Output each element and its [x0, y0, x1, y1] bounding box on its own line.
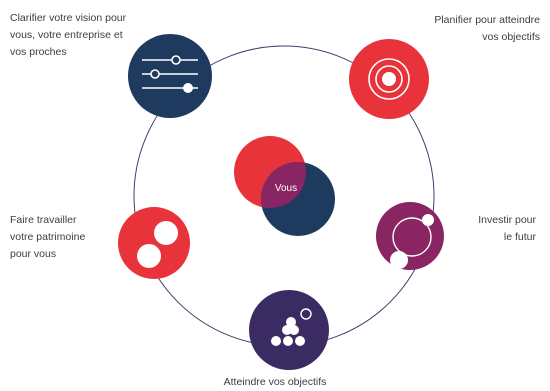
- sliders-icon: [142, 55, 198, 93]
- node-investir-circle: [376, 202, 444, 270]
- label-investir: Investir pour le futur: [478, 214, 536, 243]
- label-planifier: Planifier pour atteindre vos objectifs: [434, 14, 540, 43]
- node-clarifier: [128, 34, 212, 118]
- two-circles-icon: [137, 221, 178, 268]
- node-patrimoine: [118, 207, 190, 279]
- node-clarifier-circle: [128, 34, 212, 118]
- center-label: Vous: [275, 183, 297, 194]
- target-rings-icon: [368, 58, 410, 100]
- label-patrimoine: Faire travailler votre patrimoine pour v…: [10, 214, 86, 260]
- label-clarifier: Clarifier votre vision pour vous, votre …: [10, 12, 127, 58]
- node-planifier: [349, 39, 429, 119]
- node-investir: [376, 202, 444, 270]
- center-venn: Vous: [234, 136, 335, 236]
- label-atteindre: Atteindre vos objectifs: [223, 376, 327, 388]
- node-atteindre: [249, 290, 329, 370]
- dots-pyramid-icon: [271, 308, 312, 346]
- orbit-icon: [390, 214, 434, 269]
- node-patrimoine-circle: [118, 207, 190, 279]
